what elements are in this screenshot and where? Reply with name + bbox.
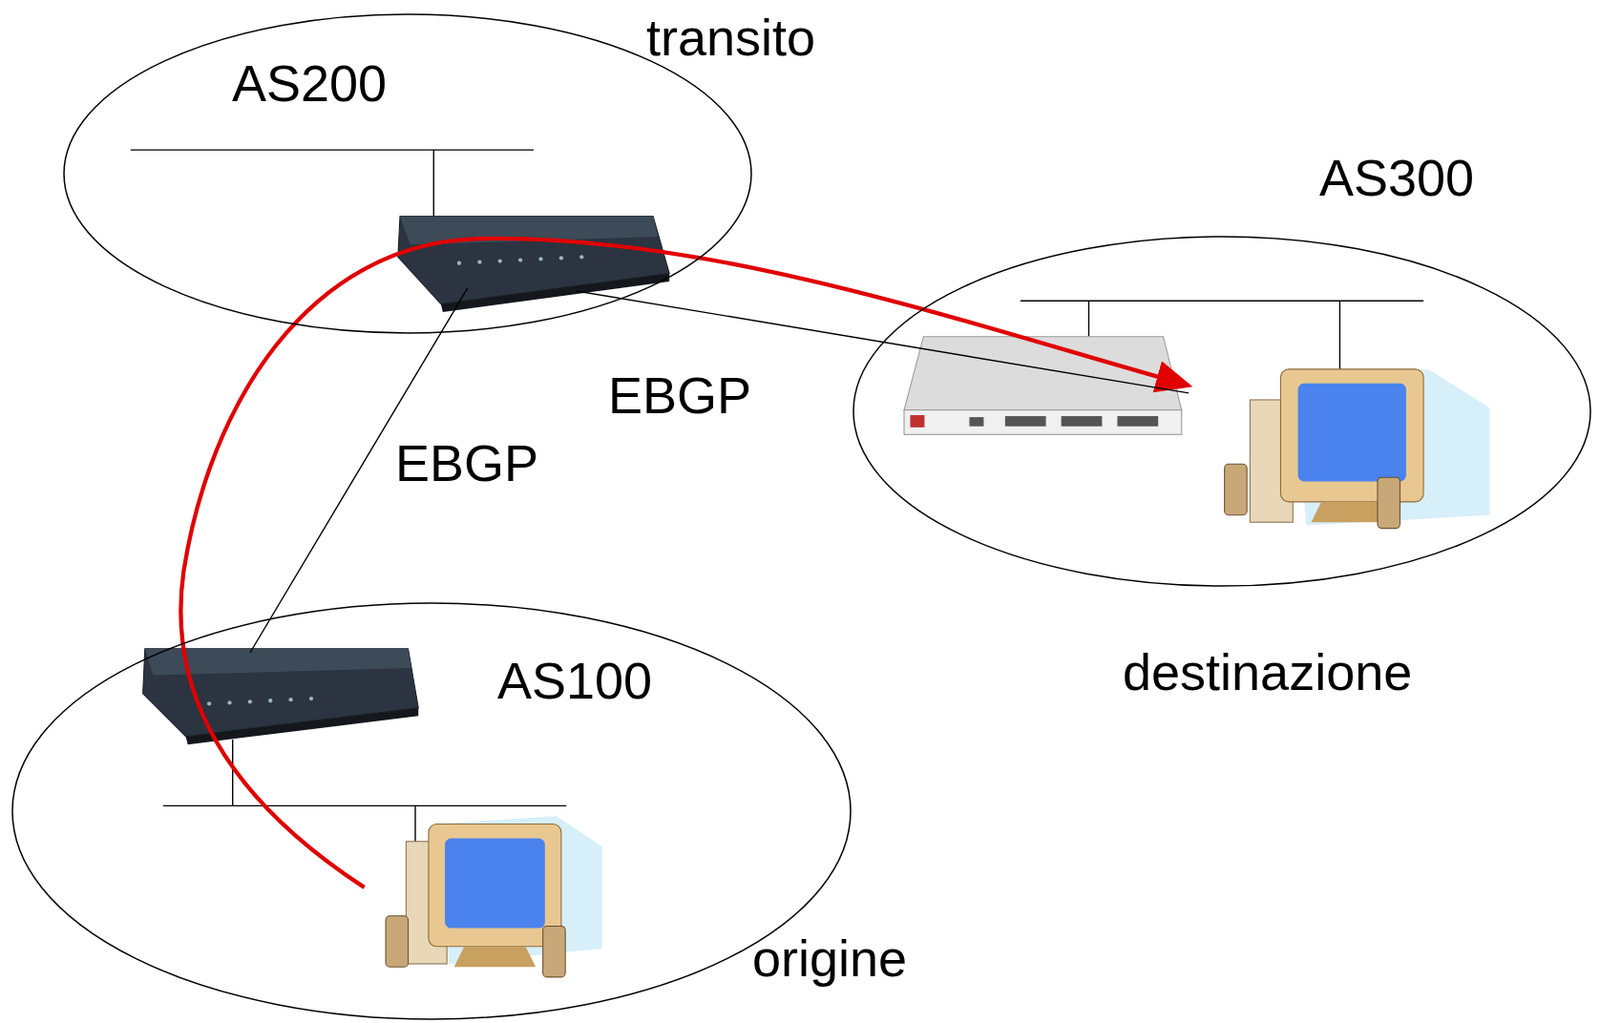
- as-name: AS200: [231, 55, 387, 112]
- region-ellipse: [852, 235, 1592, 588]
- computer-as300: [1224, 369, 1491, 529]
- autonomous-system-region: AS100: [11, 602, 852, 1021]
- region-ellipse: [11, 602, 852, 1021]
- autonomous-system-region: AS300: [852, 235, 1592, 588]
- role-label: destinazione: [1122, 644, 1412, 701]
- as-name: AS100: [497, 652, 653, 710]
- role-label: transito: [646, 9, 816, 66]
- role-label: origine: [752, 930, 907, 988]
- edge-label: EBGP: [604, 367, 756, 424]
- as-name: AS300: [1319, 149, 1474, 207]
- lan-as200: [130, 149, 534, 216]
- edge-label: EBGP: [391, 435, 543, 492]
- computer-as100: [385, 816, 603, 978]
- router-as200: [398, 216, 670, 313]
